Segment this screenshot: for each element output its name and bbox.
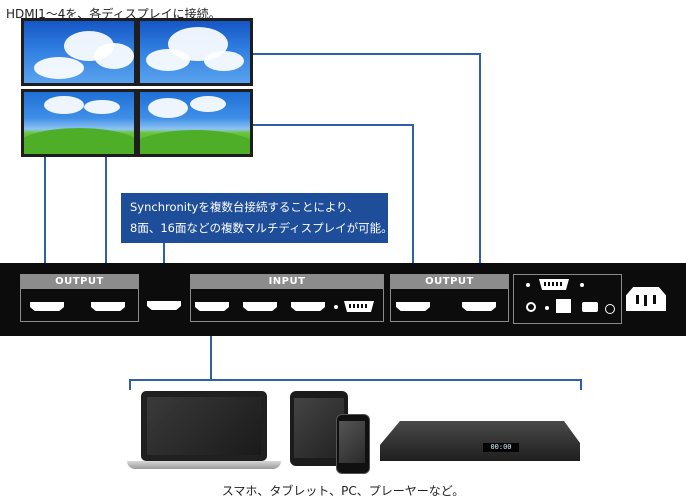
input-panel: INPUT <box>190 274 384 322</box>
hdmi-in-2-port <box>243 302 277 311</box>
laptop-screen-glass <box>147 397 261 455</box>
wire-hdmi4 <box>247 53 481 298</box>
output-label-right: OUTPUT <box>391 275 508 289</box>
hdmi-out-3-port <box>396 302 430 311</box>
output-label-left: OUTPUT <box>21 275 138 289</box>
top-caption: HDMI1〜4を、各ディスプレイに接続。 <box>6 7 221 21</box>
reset-button-icon <box>605 304 615 314</box>
control-dot-3 <box>545 306 549 310</box>
output-panel-right: OUTPUT <box>390 274 509 322</box>
display-1 <box>21 18 137 86</box>
usb-port-icon <box>582 302 598 312</box>
power-inlet-icon <box>626 287 666 311</box>
vga-in-port <box>344 301 374 312</box>
device-rear-panel: OUTPUT INPUT OUTPUT <box>0 263 686 336</box>
source-bracket <box>129 379 582 390</box>
smartphone-screen-glass <box>339 421 365 463</box>
hdmi-out-4-port <box>462 302 496 311</box>
control-dot-2 <box>580 283 584 287</box>
hdmi-out-2-port <box>91 302 125 311</box>
info-line-1: Synchronityを複数台接続することにより、 <box>130 200 359 214</box>
hdmi-in-3-port <box>291 302 325 311</box>
laptop-base <box>127 461 281 469</box>
media-player-icon <box>380 421 580 461</box>
input-label: INPUT <box>191 275 383 289</box>
display-3 <box>21 89 137 157</box>
hdmi-in-1-port <box>195 302 229 311</box>
control-dot-1 <box>526 283 530 287</box>
indicator-dot <box>334 305 338 309</box>
control-panel <box>513 274 622 324</box>
wire-hdmi3 <box>247 124 414 298</box>
output-panel-left: OUTPUT <box>20 274 139 322</box>
hdmi-chain-port <box>147 301 181 310</box>
tablet-screen-glass <box>294 398 344 458</box>
hdmi-out-1-port <box>30 302 64 311</box>
info-line-2: 8面、16面などの複数マルチディスプレイが可能。 <box>130 221 393 235</box>
player-display: 00:00 <box>483 443 519 452</box>
display-4 <box>137 89 253 157</box>
lan-port-icon <box>556 299 571 313</box>
vga-out-port <box>539 279 569 290</box>
bottom-caption: スマホ、タブレット、PC、プレーヤーなど。 <box>221 484 465 498</box>
audio-jack-icon <box>526 302 536 312</box>
display-2 <box>137 18 253 86</box>
info-callout: Synchronityを複数台接続することにより、 8面、16面などの複数マルチ… <box>121 193 393 243</box>
